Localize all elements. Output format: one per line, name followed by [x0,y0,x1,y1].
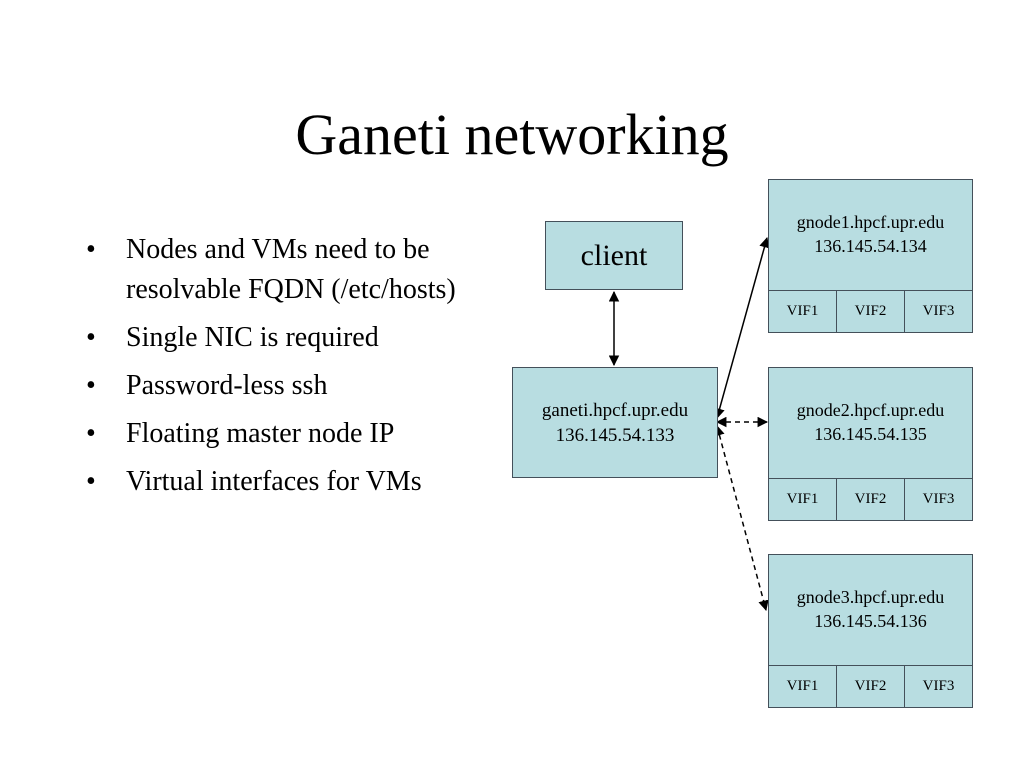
vif-cell: VIF2 [836,666,904,707]
bullet-list: • Nodes and VMs need to be resolvable FQD… [86,230,506,510]
bullet-text: Nodes and VMs need to be resolvable FQDN… [126,234,456,305]
vif-cell: VIF3 [904,666,972,707]
bullet-dot-icon: • [86,234,96,265]
bullet-text: Password-less ssh [126,370,328,401]
bullet-text: Floating master node IP [126,418,395,449]
vif-cell: VIF1 [786,491,819,507]
arrow-master-gnode3 [714,424,769,612]
vif-cell: VIF3 [904,479,972,520]
bullet-item: • Password-less ssh [86,366,506,406]
vif-cell: VIF1 [786,303,819,319]
gnode2-box: gnode2.hpcf.upr.edu 136.145.54.135 VIF1 … [768,367,973,521]
client-box: client [545,221,683,290]
node-hostname: gnode1.hpcf.upr.edu [796,212,945,232]
node-ip: 136.145.54.135 [814,424,927,444]
bullet-item: • Single NIC is required [86,318,506,358]
master-ip: 136.145.54.133 [555,425,675,446]
bullet-item: • Nodes and VMs need to be resolvable FQD… [86,230,506,310]
bullet-dot-icon: • [86,418,96,449]
vif-cell: VIF2 [836,291,904,332]
vif-cell: VIF1 [786,678,819,694]
master-node-box: ganeti.hpcf.upr.edu 136.145.54.133 [512,367,718,478]
gnode1-box: gnode1.hpcf.upr.edu 136.145.54.134 VIF1 … [768,179,973,333]
vif-row: VIF1 VIF2 VIF3 [769,665,972,707]
node-hostname: gnode2.hpcf.upr.edu [796,400,945,420]
bullet-dot-icon: • [86,370,96,401]
bullet-dot-icon: • [86,466,96,497]
node-ip: 136.145.54.134 [814,236,927,256]
node-hostname: gnode3.hpcf.upr.edu [796,587,945,607]
master-hostname: ganeti.hpcf.upr.edu [541,400,689,421]
bullet-text: Single NIC is required [126,322,379,353]
node-ip: 136.145.54.136 [814,611,927,631]
bullet-text: Virtual interfaces for VMs [126,466,422,497]
vif-cell: VIF2 [836,479,904,520]
client-label: client [580,239,648,272]
vif-row: VIF1 VIF2 VIF3 [769,478,972,520]
gnode3-box: gnode3.hpcf.upr.edu 136.145.54.136 VIF1 … [768,554,973,708]
vif-cell: VIF3 [904,291,972,332]
bullet-item: • Floating master node IP [86,414,506,454]
bullet-item: • Virtual interfaces for VMs [86,462,506,502]
arrow-master-gnode1 [714,236,770,420]
slide-title: Ganeti networking [295,102,729,167]
bullet-dot-icon: • [86,322,96,353]
vif-row: VIF1 VIF2 VIF3 [769,290,972,332]
